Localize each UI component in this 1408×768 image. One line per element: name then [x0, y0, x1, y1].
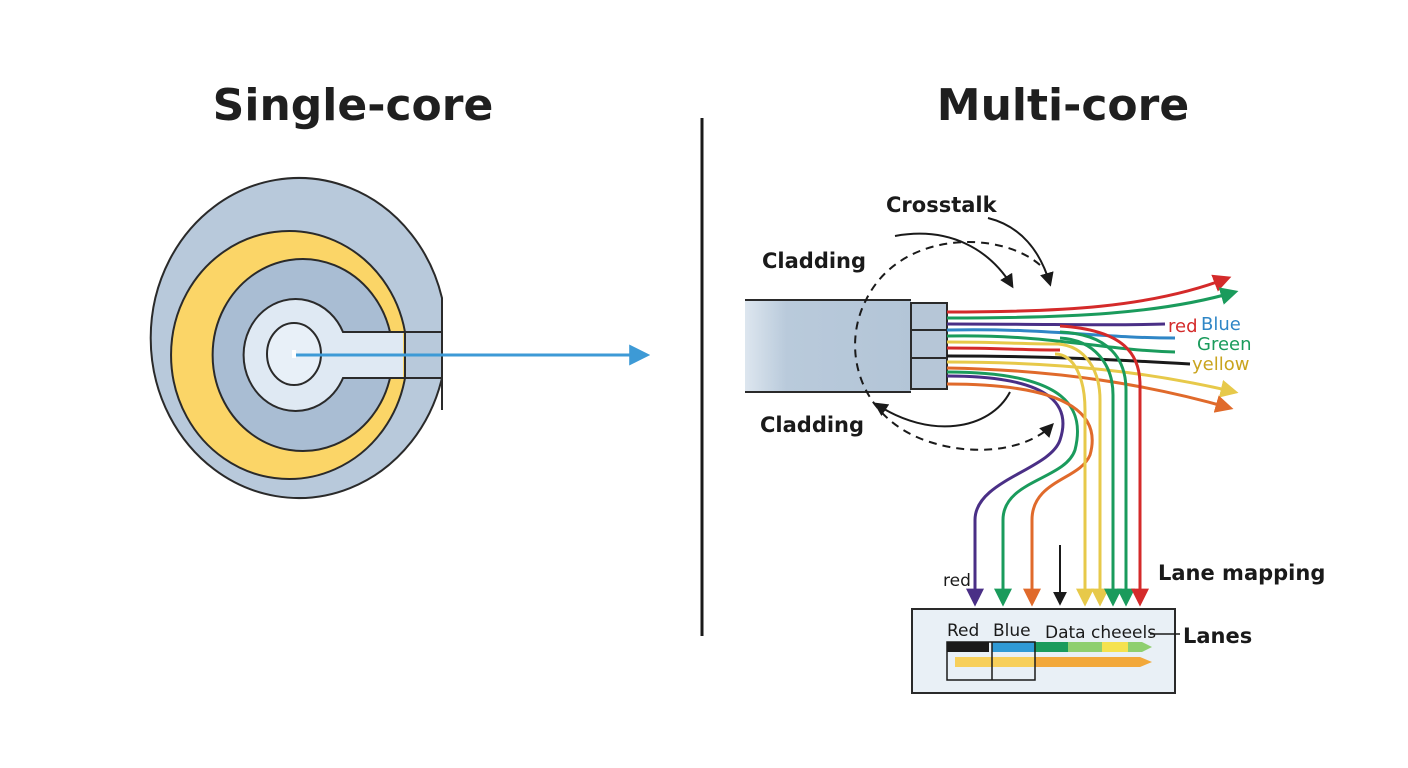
lanes-panel: Red Blue Data cheeels [911, 608, 1176, 694]
box-red-label: Red [947, 621, 979, 641]
out-red-label: red [1168, 316, 1198, 337]
lanes-label: Lanes [1183, 624, 1252, 648]
lane-bar-tip-green [1128, 642, 1152, 652]
cable-jacket [745, 300, 911, 392]
box-blue-label: Blue [993, 621, 1031, 641]
lane-mapping-label: Lane mapping [1158, 561, 1325, 585]
multi-core-cable [745, 299, 948, 393]
lane-bar-green [1034, 642, 1068, 652]
out-yellow-label: yellow [1192, 354, 1249, 375]
box-channels-label: Data cheeels [1045, 623, 1156, 643]
single-core-title: Single-core [213, 80, 494, 131]
multi-core-title: Multi-core [937, 80, 1189, 131]
output-strands [946, 274, 1239, 413]
crosstalk-arrow-3 [873, 391, 1011, 428]
out-green-label: Green [1197, 334, 1252, 355]
cladding-bottom-label: Cladding [760, 413, 864, 437]
crosstalk-label: Crosstalk [886, 193, 998, 217]
lane-red-label: red [943, 571, 971, 591]
lane-bar-black [947, 642, 989, 652]
crosstalk-arrow-1 [894, 232, 1014, 289]
crosstalk-dashed-loop [854, 241, 1054, 451]
lane-selection-box [946, 641, 1036, 681]
lane-bar-lightgreen [1068, 642, 1102, 652]
out-blue-label: Blue [1201, 314, 1241, 335]
single-core-cross-section [149, 177, 443, 499]
lane-bar-blue [992, 642, 1034, 652]
lane-bar-yellow-long [955, 657, 1035, 667]
crosstalk-arrow-2 [987, 217, 1054, 287]
lane-bar-orange-long [1035, 657, 1152, 667]
cladding-top-label: Cladding [762, 249, 866, 273]
lane-bar-yellow [1102, 642, 1128, 652]
lane-strands [946, 324, 1149, 607]
